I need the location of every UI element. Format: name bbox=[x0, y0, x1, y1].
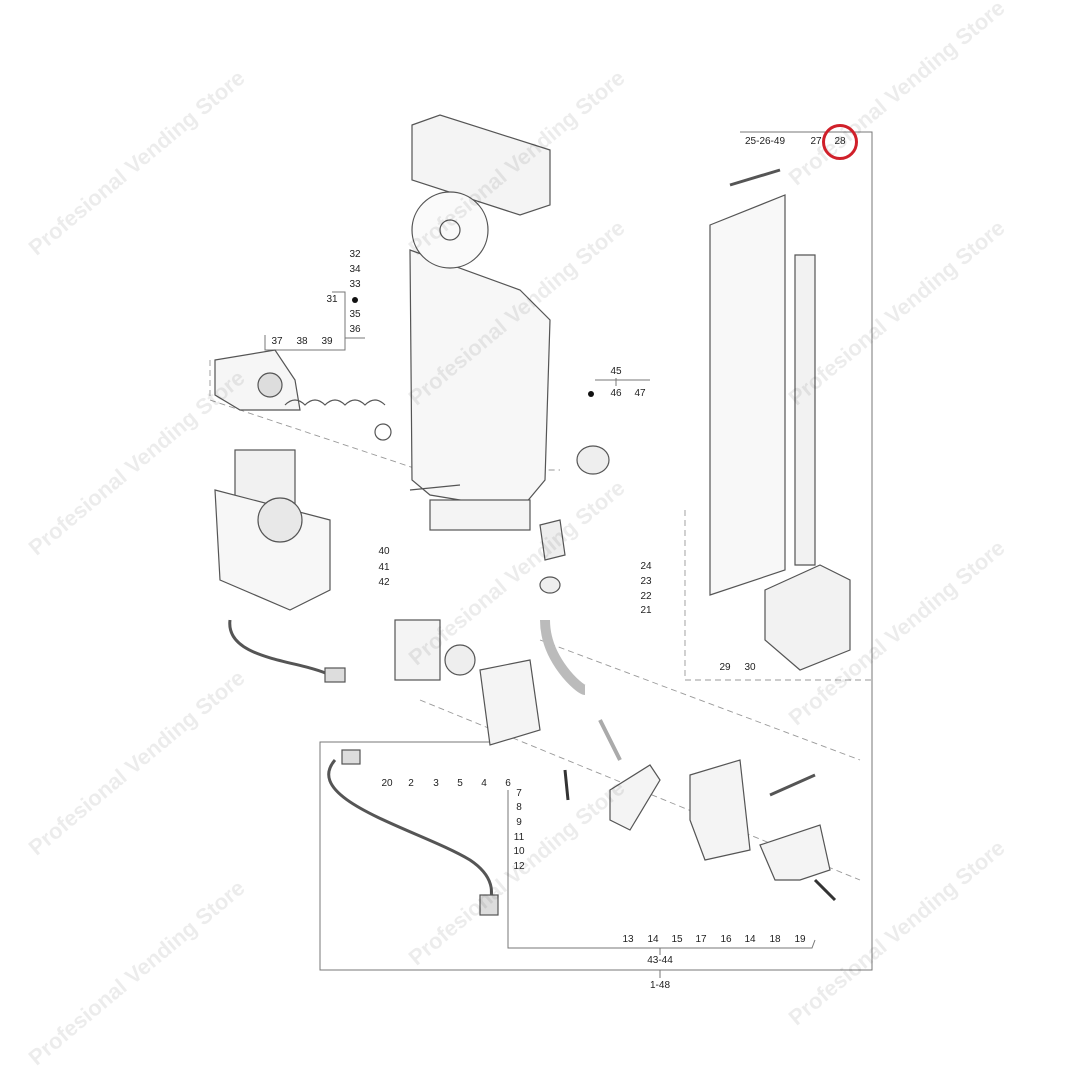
group-label: 43-44 bbox=[647, 955, 673, 966]
part-label: 33 bbox=[349, 279, 361, 290]
part-label: 15 bbox=[671, 934, 683, 945]
part-label: 27 bbox=[810, 136, 822, 147]
part-label: 7 bbox=[516, 788, 522, 799]
highlight-circle bbox=[822, 124, 858, 160]
part-label: 2 bbox=[408, 778, 414, 789]
part-label: 36 bbox=[349, 324, 361, 335]
part-label: 22 bbox=[640, 591, 652, 602]
part-label: 34 bbox=[349, 264, 361, 275]
part-label: 24 bbox=[640, 561, 652, 572]
part-label: 23 bbox=[640, 576, 652, 587]
group-label: 1-48 bbox=[649, 980, 671, 991]
part-label: 25-26-49 bbox=[744, 136, 786, 147]
part-label: 4 bbox=[481, 778, 487, 789]
center-parts bbox=[394, 445, 837, 902]
spiral-part bbox=[257, 372, 392, 441]
part-label-highlighted: 28 bbox=[834, 136, 846, 147]
part-label: 19 bbox=[794, 934, 806, 945]
part-label: 6 bbox=[505, 778, 511, 789]
part-label: 9 bbox=[516, 817, 522, 828]
bullet-dot-icon bbox=[588, 391, 594, 397]
part-label: 3 bbox=[433, 778, 439, 789]
part-label: 35 bbox=[349, 309, 361, 320]
part-label: 29 bbox=[719, 662, 731, 673]
part-label: 8 bbox=[516, 802, 522, 813]
part-label: 14 bbox=[647, 934, 659, 945]
frame-part bbox=[709, 168, 851, 671]
part-label: 5 bbox=[457, 778, 463, 789]
part-label: 38 bbox=[296, 336, 308, 347]
part-label: 17 bbox=[695, 934, 707, 945]
part-label: 42 bbox=[378, 577, 390, 588]
part-label: 30 bbox=[744, 662, 756, 673]
part-label: 11 bbox=[513, 832, 525, 843]
bullet-dot-icon bbox=[352, 297, 358, 303]
cable-parts bbox=[228, 619, 499, 916]
part-label: 12 bbox=[513, 861, 525, 872]
part-label: 46 bbox=[610, 388, 622, 399]
canister-part bbox=[409, 114, 551, 531]
part-label: 39 bbox=[321, 336, 333, 347]
part-label: 45 bbox=[610, 366, 622, 377]
part-label: 13 bbox=[622, 934, 634, 945]
part-label: 47 bbox=[634, 388, 646, 399]
part-label: 14 bbox=[744, 934, 756, 945]
part-label: 40 bbox=[378, 546, 390, 557]
part-label: 32 bbox=[349, 249, 361, 260]
part-label: 20 bbox=[381, 778, 393, 789]
part-label: 10 bbox=[513, 846, 525, 857]
part-label: 18 bbox=[769, 934, 781, 945]
part-label: 21 bbox=[640, 605, 652, 616]
part-label: 16 bbox=[720, 934, 732, 945]
part-label: 41 bbox=[378, 562, 390, 573]
motor-part bbox=[214, 349, 331, 611]
part-label: 37 bbox=[271, 336, 283, 347]
part-label: 31 bbox=[326, 294, 338, 305]
